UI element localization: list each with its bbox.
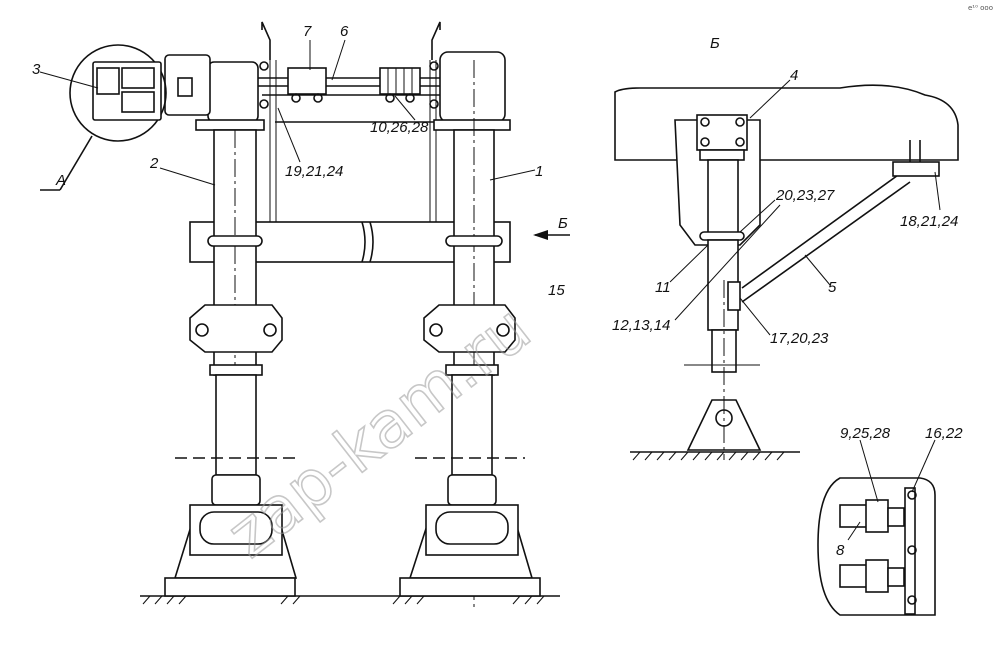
label-15: 15 [548, 282, 565, 299]
part-labels: 3 А 2 7 6 10,26,28 19,21,24 1 Б 15 Б 4 2… [32, 23, 963, 559]
label-2: 2 [149, 155, 159, 172]
label-6: 6 [340, 23, 349, 40]
label-12-13-14: 12,13,14 [612, 317, 670, 334]
label-1: 1 [535, 163, 543, 180]
label-9-25-28: 9,25,28 [840, 425, 891, 442]
label-20-23-27: 20,23,27 [775, 187, 835, 204]
left-assembly [40, 21, 570, 610]
view-b [614, 84, 959, 461]
label-19-21-24: 19,21,24 [285, 163, 343, 180]
label-3: 3 [32, 61, 41, 78]
label-16-22: 16,22 [925, 425, 963, 442]
label-a: А [55, 172, 66, 189]
detail-view [817, 477, 936, 616]
label-5: 5 [828, 279, 837, 296]
label-4: 4 [790, 67, 798, 84]
label-11: 11 [655, 279, 671, 296]
label-8: 8 [836, 542, 845, 559]
label-10-26-28: 10,26,28 [370, 119, 429, 136]
label-b-arrow: Б [558, 215, 568, 232]
label-b-view: Б [710, 35, 720, 52]
corner-mark: e¹⁰ ooo [968, 4, 993, 12]
leader-lines [39, 39, 941, 541]
label-7: 7 [303, 23, 312, 40]
label-18-21-24: 18,21,24 [900, 213, 958, 230]
label-17-20-23: 17,20,23 [770, 330, 829, 347]
